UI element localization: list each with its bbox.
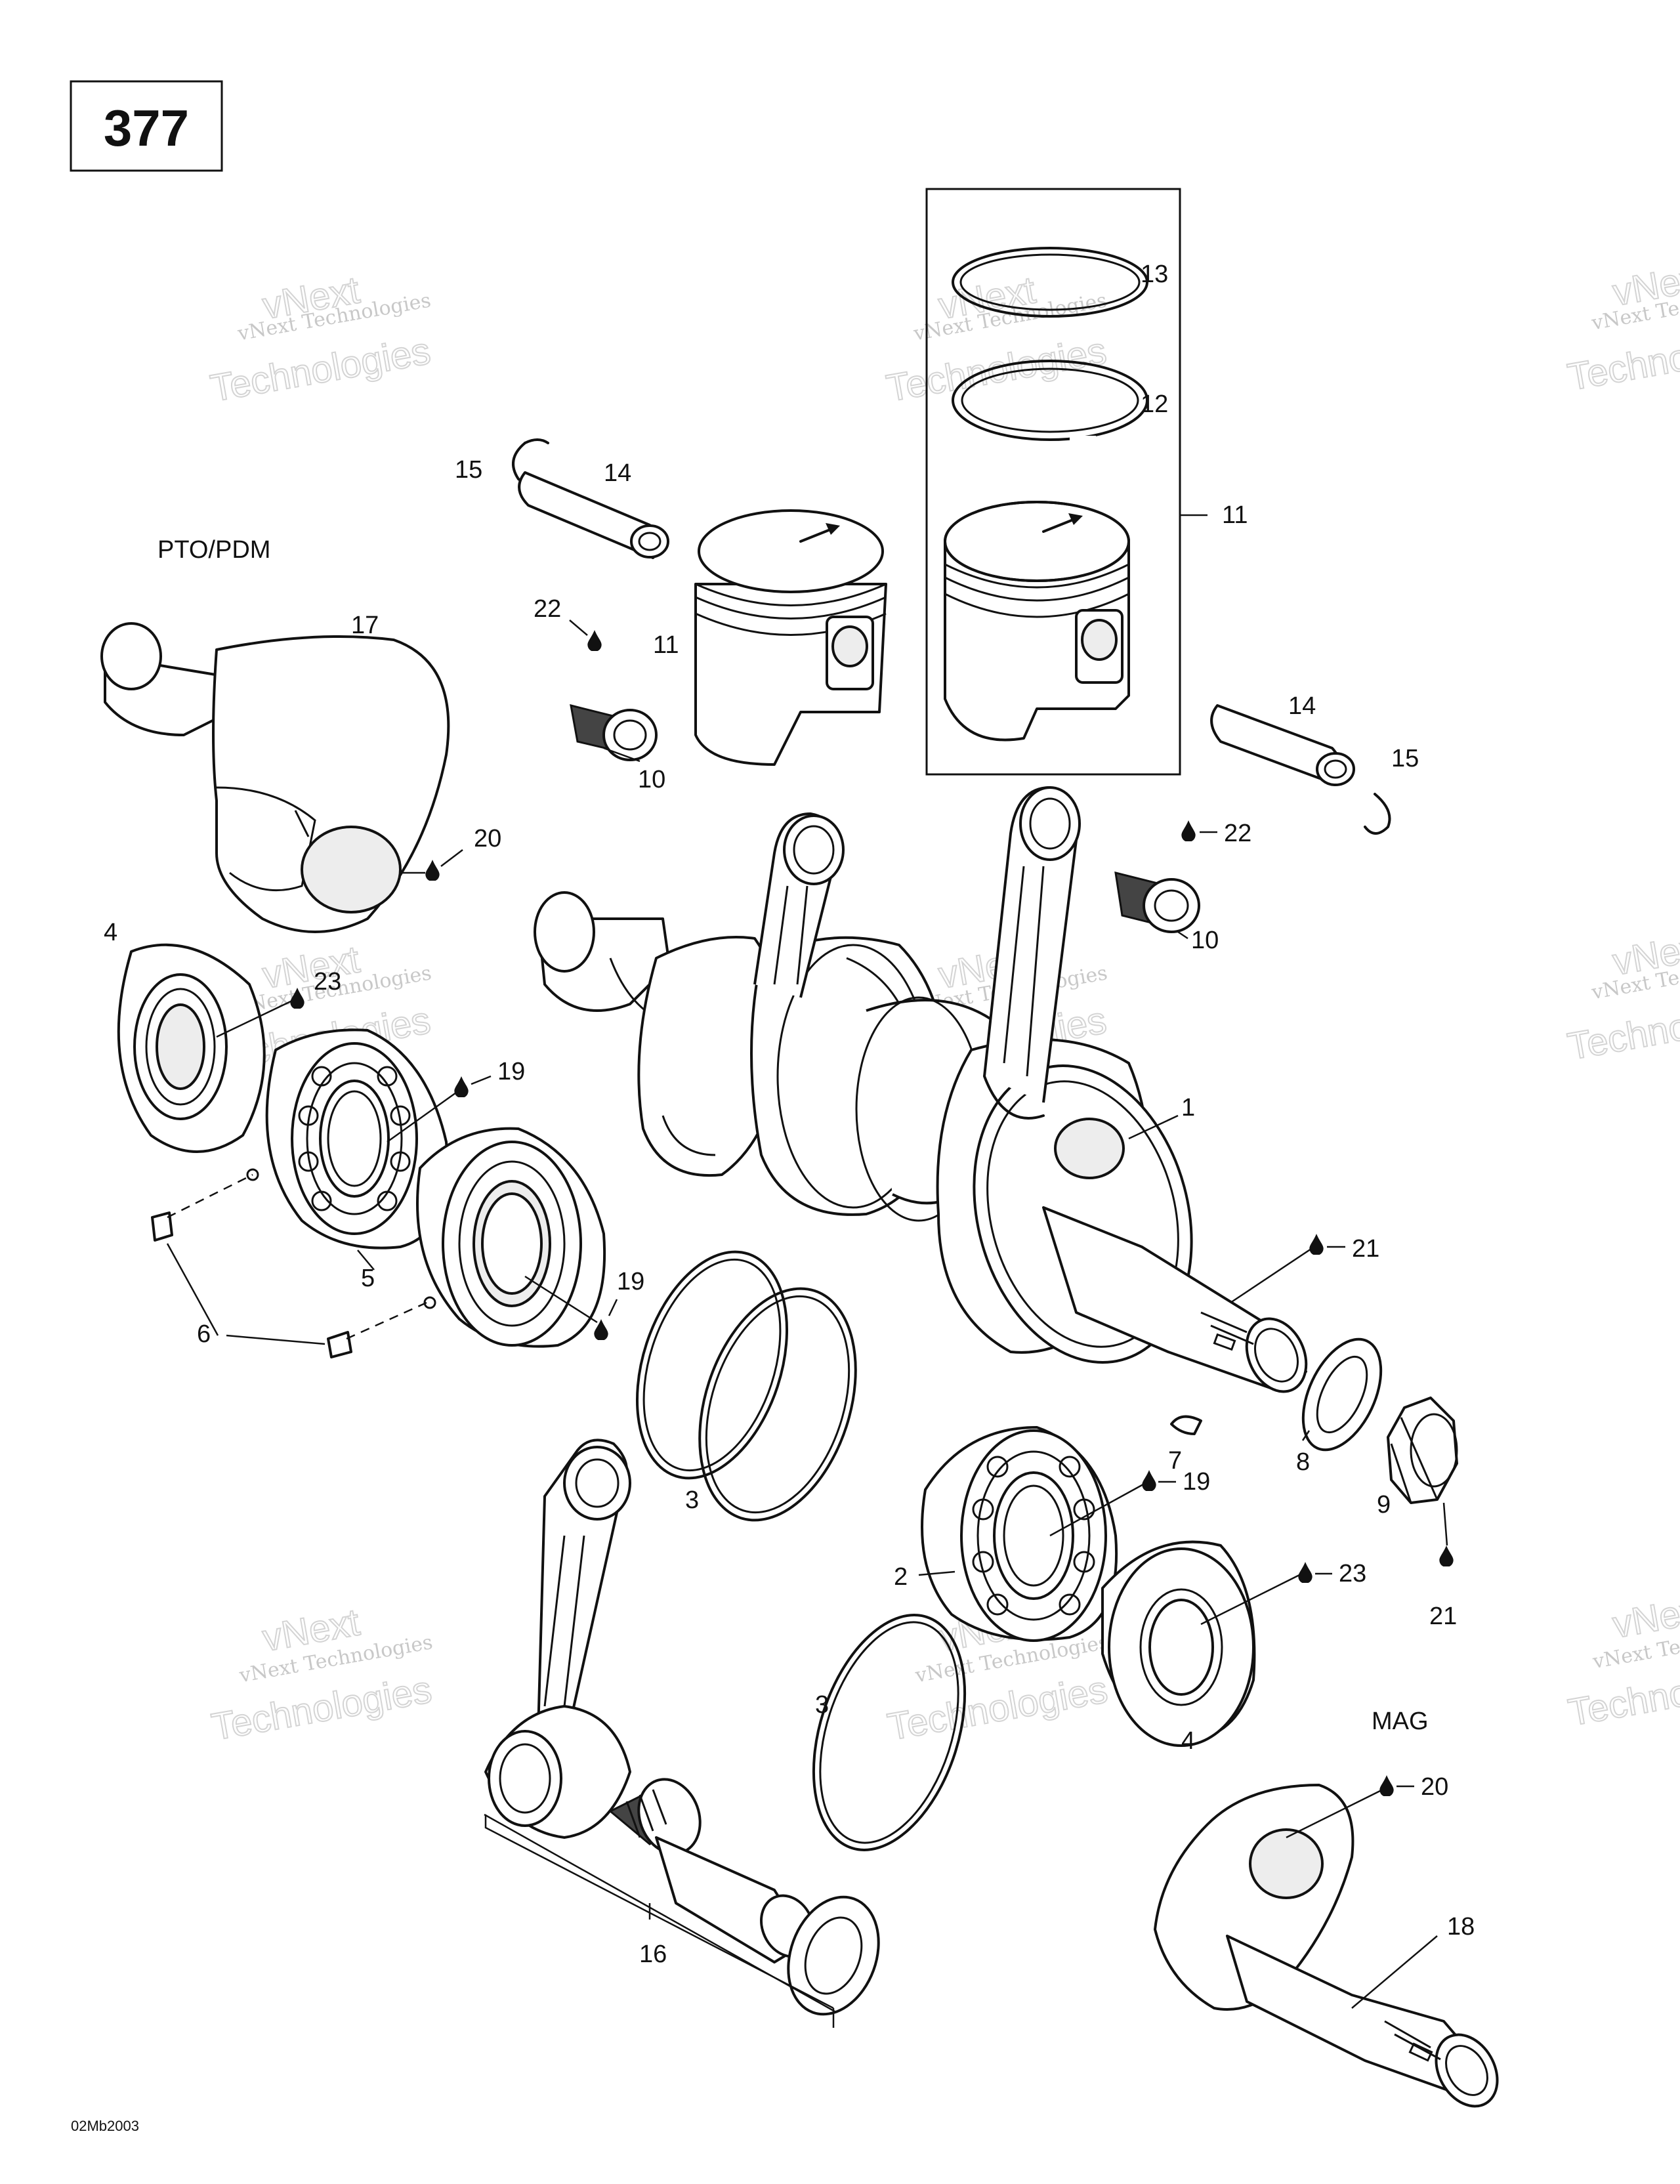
callout-22-right: 22 (1224, 820, 1251, 847)
oil-21-crank: 21 (1230, 1234, 1379, 1304)
seal-4-mag: 4 (1101, 1540, 1256, 1755)
needle-bearing-10-left: 10 (570, 704, 665, 793)
callout-20-mag: 20 (1421, 1773, 1448, 1801)
callout-22: 22 (534, 595, 561, 623)
oil-22-left: 22 (534, 595, 602, 651)
circlip-15-right: 15 (1364, 745, 1419, 835)
callout-9: 9 (1377, 1491, 1391, 1519)
callout-15: 15 (455, 456, 482, 484)
callout-4-mag: 4 (1181, 1727, 1195, 1755)
callout-14-right: 14 (1288, 692, 1316, 720)
callout-4: 4 (104, 919, 117, 946)
nut-9: 9 (1377, 1396, 1458, 1519)
dowel-pin-6: 6 (151, 1168, 436, 1358)
piston-pin-14-left: 14 (518, 459, 669, 559)
figure-code: 02Mb2003 (71, 2118, 139, 2134)
callout-20: 20 (474, 825, 501, 852)
oil-19-pto-upper: 19 (387, 1058, 525, 1143)
callout-6: 6 (197, 1320, 211, 1348)
oil-23-mag: 23 (1200, 1560, 1366, 1626)
crank-half-17-pto: 17 (100, 612, 450, 933)
callout-10-right: 10 (1191, 927, 1219, 954)
connecting-rod-kit-16: 16 (484, 1438, 880, 2028)
piston-kit-frame: 11 (925, 188, 1248, 776)
pto-label: PTO/PDM (158, 536, 270, 564)
callout-2: 2 (894, 1563, 908, 1591)
callout-13: 13 (1141, 261, 1168, 288)
callout-23-mag: 23 (1339, 1560, 1366, 1587)
mag-label: MAG (1372, 1708, 1429, 1735)
callout-11-kit: 11 (1222, 501, 1248, 529)
diagram-number-box: 377 (70, 80, 223, 172)
callout-14: 14 (604, 459, 631, 487)
callout-16: 16 (639, 1941, 667, 1968)
piston-left: 11 (653, 509, 887, 766)
seal-4-pto: 4 (104, 919, 266, 1153)
crankshaft-assembly-1: 1 (534, 786, 1308, 1393)
callout-3-lower: 3 (815, 1691, 829, 1719)
callout-5: 5 (361, 1265, 375, 1292)
callout-15-right: 15 (1391, 745, 1419, 772)
watermark-technologies: Technologies (1564, 318, 1680, 399)
piston-ring-13: 13 (952, 247, 1168, 318)
piston-kit (944, 501, 1130, 742)
callout-8: 8 (1296, 1448, 1310, 1476)
diagram-number: 377 (104, 99, 189, 157)
callout-19-mag: 19 (1183, 1468, 1210, 1496)
needle-bearing-10-right: 10 (1114, 871, 1219, 954)
o-ring-3-lower: 3 (812, 1614, 967, 1851)
piston-ring-12: 12 (952, 360, 1168, 445)
ball-bearing-2-mag: 2 (894, 1426, 1118, 1642)
callout-1: 1 (1181, 1094, 1195, 1122)
crank-half-18-mag: 18 (1154, 1784, 1499, 2108)
o-ring-3-upper: 3 (635, 1250, 857, 1522)
woodruff-key-7: 7 (1168, 1415, 1202, 1475)
piston-pin-14-right: 14 (1210, 692, 1355, 786)
oil-21-nut: 21 (1429, 1502, 1457, 1630)
callout-19: 19 (497, 1058, 525, 1085)
oil-20-pto: 20 (402, 825, 501, 881)
lock-washer-8: 8 (1296, 1337, 1383, 1476)
callout-18: 18 (1447, 1913, 1475, 1941)
oil-22-right: 22 (1181, 820, 1251, 847)
callout-10: 10 (638, 766, 665, 793)
ball-bearing-5-pto: 5 (265, 1028, 449, 1292)
watermark-technologies: Technologies (1564, 988, 1680, 1068)
callout-23: 23 (314, 968, 341, 996)
bearing-pto-outer (416, 1127, 606, 1348)
oil-23-pto: 23 (216, 968, 341, 1038)
callout-19-lower: 19 (617, 1268, 644, 1295)
oil-20-mag: 20 (1286, 1773, 1448, 1839)
oil-19-pto-lower: 19 (524, 1268, 644, 1340)
callout-17: 17 (351, 612, 379, 639)
callout-21: 21 (1352, 1235, 1379, 1263)
callout-11: 11 (653, 631, 679, 659)
callout-3: 3 (685, 1486, 699, 1514)
callout-21-nut: 21 (1429, 1603, 1457, 1630)
oil-19-mag: 19 (1049, 1468, 1210, 1537)
callout-12: 12 (1141, 390, 1168, 418)
callout-7: 7 (1168, 1447, 1182, 1475)
